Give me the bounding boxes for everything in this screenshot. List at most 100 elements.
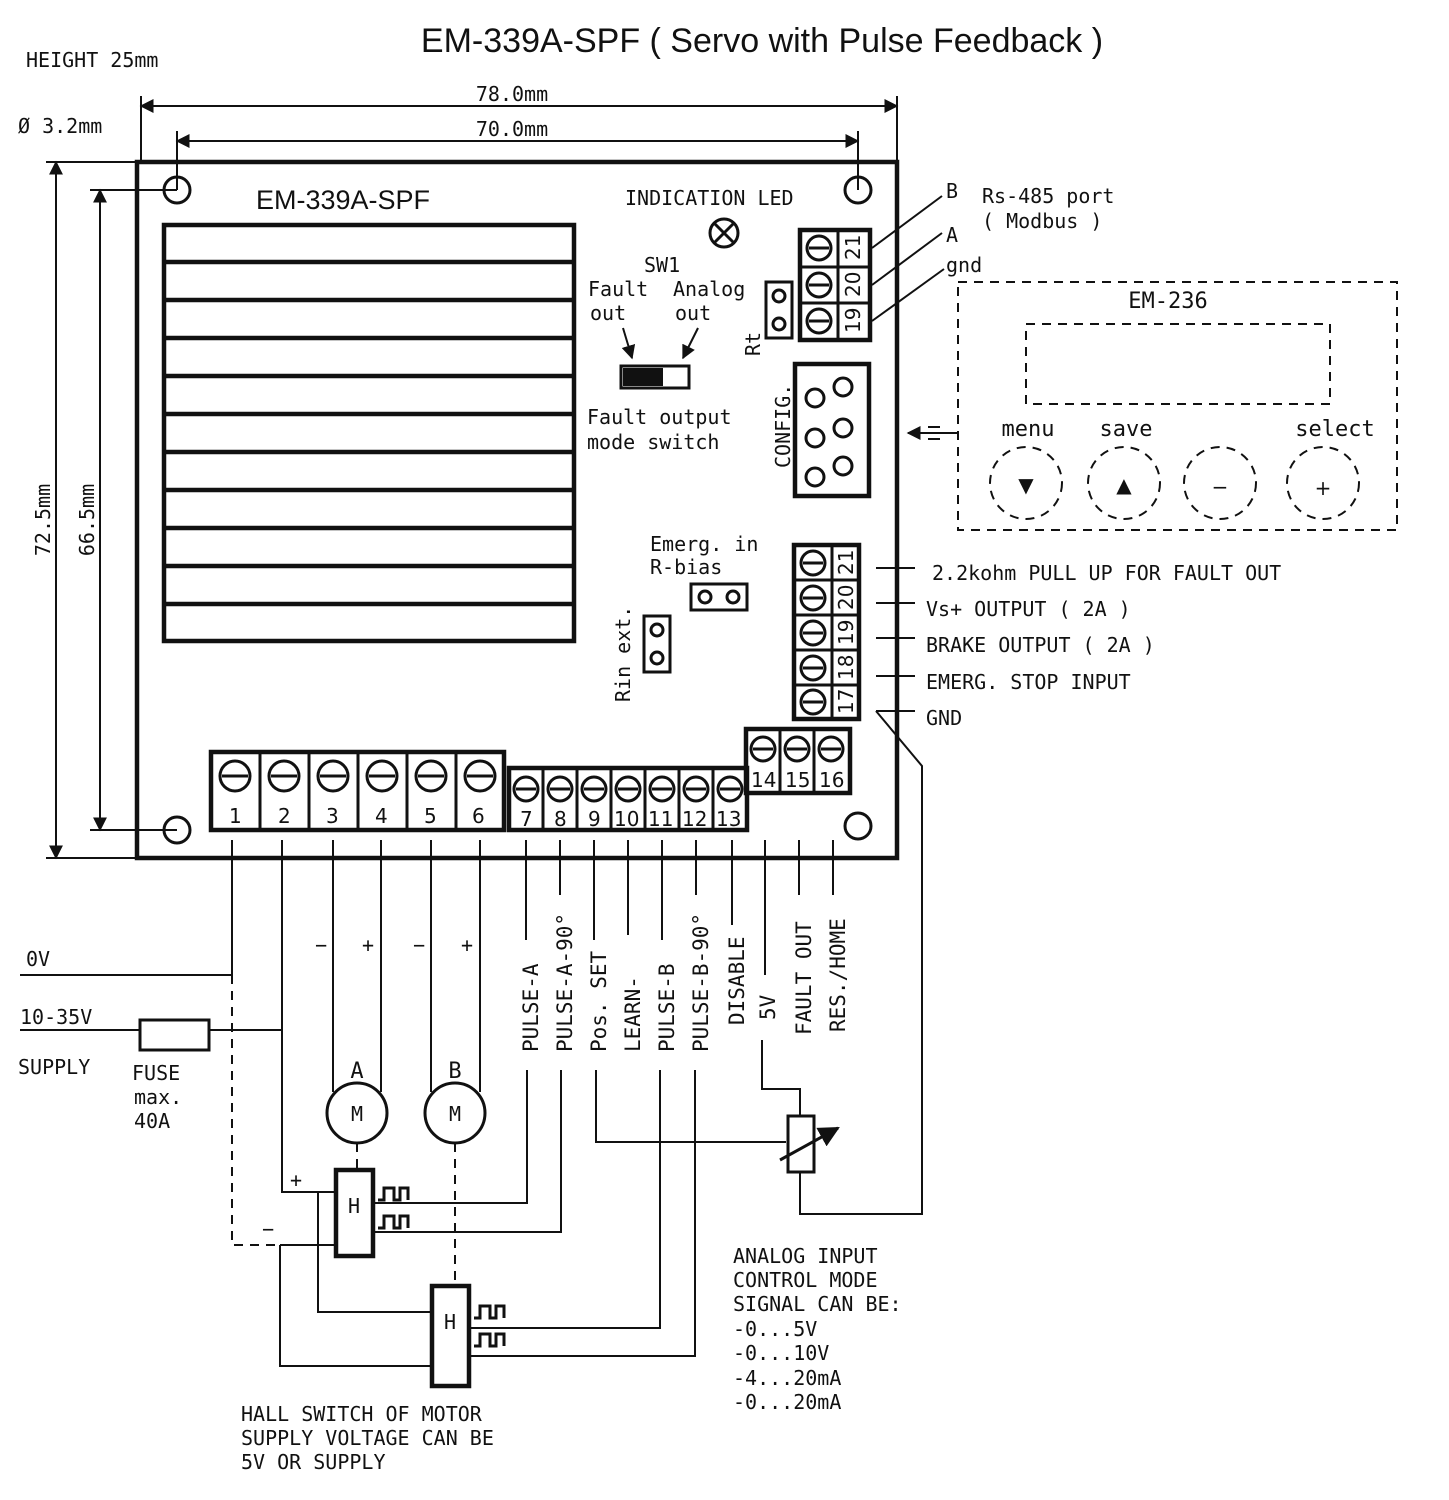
motor-b-symbol: M: [449, 1102, 461, 1126]
em236-title: EM-236: [1128, 289, 1207, 314]
power-screw-4[interactable]: [365, 759, 399, 793]
signal-label-pulse-b-90: PULSE-B-90°: [689, 913, 713, 1052]
rt-label: Rt: [741, 332, 765, 356]
em236-select-button[interactable]: +: [1286, 446, 1360, 520]
signal-screw-13[interactable]: [716, 775, 744, 803]
terminal-num-21: 21: [834, 550, 858, 575]
signal-screw-9[interactable]: [580, 775, 608, 803]
screw-17[interactable]: [799, 688, 827, 716]
mounting-hole-top-left: [162, 175, 192, 205]
power-screw-6[interactable]: [463, 759, 497, 793]
signal-terminal-num-7: 7: [520, 807, 533, 831]
screw-18[interactable]: [799, 654, 827, 682]
aux-screw-15[interactable]: [783, 735, 811, 763]
rs485-signal-gnd: gnd: [946, 253, 982, 277]
rs485-pin-20: 20: [841, 272, 865, 297]
hall-sensor-a: H: [333, 1167, 410, 1259]
signal-label-pulse-a-90: PULSE-A-90°: [553, 913, 577, 1052]
mounting-hole-bottom-right: [843, 811, 873, 841]
power-screw-5[interactable]: [414, 759, 448, 793]
sw1-switch[interactable]: [619, 364, 691, 390]
rs485-screw-21[interactable]: [805, 234, 833, 262]
hall-note-line-3: 5V OR SUPPLY: [241, 1450, 386, 1474]
config-connector[interactable]: [792, 361, 872, 499]
rs485-screw-19[interactable]: [805, 307, 833, 335]
signal-label-learn: LEARN-: [621, 976, 645, 1052]
sw1-analog-out-line2: out: [675, 301, 711, 325]
power-terminal-num-1: 1: [229, 804, 242, 828]
screw-19[interactable]: [799, 619, 827, 647]
screw-20[interactable]: [799, 584, 827, 612]
em236-save-button[interactable]: ▲: [1087, 446, 1161, 520]
signal-screw-11[interactable]: [648, 775, 676, 803]
signal-label-fault-out: FAULT OUT: [792, 921, 816, 1035]
rin-ext-jumper[interactable]: [642, 614, 672, 674]
rs485-screw-20[interactable]: [805, 271, 833, 299]
motor-a: M: [325, 1081, 389, 1145]
mounting-hole-top-right: [843, 175, 873, 205]
aux-terminal-num-16: 16: [819, 768, 844, 792]
emerg-rbias-jumper[interactable]: [689, 582, 749, 612]
terminal-num-19: 19: [834, 620, 858, 645]
power-screw-1[interactable]: [218, 759, 252, 793]
analog-input-note: ANALOG INPUT CONTROL MODE SIGNAL CAN BE:…: [733, 1244, 902, 1414]
fuse: [138, 1018, 211, 1052]
power-terminal-num-2: 2: [278, 804, 291, 828]
led-icon: [708, 217, 740, 249]
dim-height-outer: 72.5mm: [31, 484, 55, 556]
dim-width-outer: 78.0mm: [476, 82, 548, 106]
board-outline: [134, 159, 900, 861]
sw1-caption-line1: Fault output: [587, 405, 732, 429]
motor-a-name: A: [350, 1059, 363, 1084]
power-screw-2[interactable]: [267, 759, 301, 793]
signal-screw-8[interactable]: [546, 775, 574, 803]
right-terminal-label-18: EMERG. STOP INPUT: [926, 670, 1131, 694]
signal-screw-10[interactable]: [614, 775, 642, 803]
power-terminal-num-6: 6: [472, 804, 485, 828]
signal-terminal-num-9: 9: [588, 807, 601, 831]
emerg-label-line1: Emerg. in: [650, 532, 758, 556]
em236-save-label: save: [1100, 417, 1153, 442]
power-screw-3[interactable]: [316, 759, 350, 793]
hall-note-line-2: SUPPLY VOLTAGE CAN BE: [241, 1426, 494, 1450]
right-terminal-label-19: BRAKE OUTPUT ( 2A ): [926, 633, 1155, 657]
em236-menu-button[interactable]: ▼: [989, 446, 1063, 520]
motor-b-plus: +: [461, 933, 473, 957]
screw-21[interactable]: [799, 549, 827, 577]
hall-a-plus: +: [290, 1168, 302, 1192]
indication-led-label: INDICATION LED: [625, 186, 794, 210]
analog-note-line-3: SIGNAL CAN BE:: [733, 1292, 902, 1316]
em236-minus-button[interactable]: −: [1183, 446, 1257, 520]
right-terminal-label-20: Vs+ OUTPUT ( 2A ): [926, 597, 1131, 621]
motor-b-minus: −: [413, 933, 425, 957]
rs485-signal-a: A: [946, 223, 958, 247]
signal-screw-7[interactable]: [512, 775, 540, 803]
power-terminal-num-3: 3: [326, 804, 339, 828]
signal-screw-12[interactable]: [682, 775, 710, 803]
potentiometer[interactable]: [779, 1114, 840, 1174]
minus-icon: −: [1212, 475, 1229, 499]
signal-label-pulse-a: PULSE-A: [519, 963, 543, 1052]
signal-terminal-num-12: 12: [682, 807, 707, 831]
plus-icon: +: [1315, 476, 1332, 500]
hall-a-minus: −: [262, 1217, 274, 1241]
rt-jumper[interactable]: [764, 280, 794, 340]
analog-note-line-7: -0...20mA: [733, 1390, 841, 1414]
aux-terminal-num-14: 14: [751, 768, 776, 792]
motor-b-name: B: [448, 1059, 461, 1084]
sw1-fault-out-line1: Fault: [588, 277, 648, 301]
rs485-pin-19: 19: [841, 308, 865, 333]
hall-sensor-b: H: [429, 1283, 506, 1389]
aux-terminal-num-15: 15: [785, 768, 810, 792]
aux-screw-14[interactable]: [749, 735, 777, 763]
signal-label-disable: DISABLE: [725, 936, 749, 1025]
em236-select-label: select: [1295, 417, 1374, 442]
supply-label: SUPPLY: [18, 1055, 90, 1079]
aux-screw-16[interactable]: [817, 735, 845, 763]
motor-a-symbol: M: [351, 1102, 363, 1126]
sw1-analog-out-line1: Analog: [673, 277, 745, 301]
dim-height-holes: 66.5mm: [75, 484, 99, 556]
fuse-label-line1: FUSE: [132, 1061, 180, 1085]
right-terminal-block: 21 20 19 18 17: [791, 542, 862, 722]
mounting-hole-bottom-left: [162, 815, 192, 845]
